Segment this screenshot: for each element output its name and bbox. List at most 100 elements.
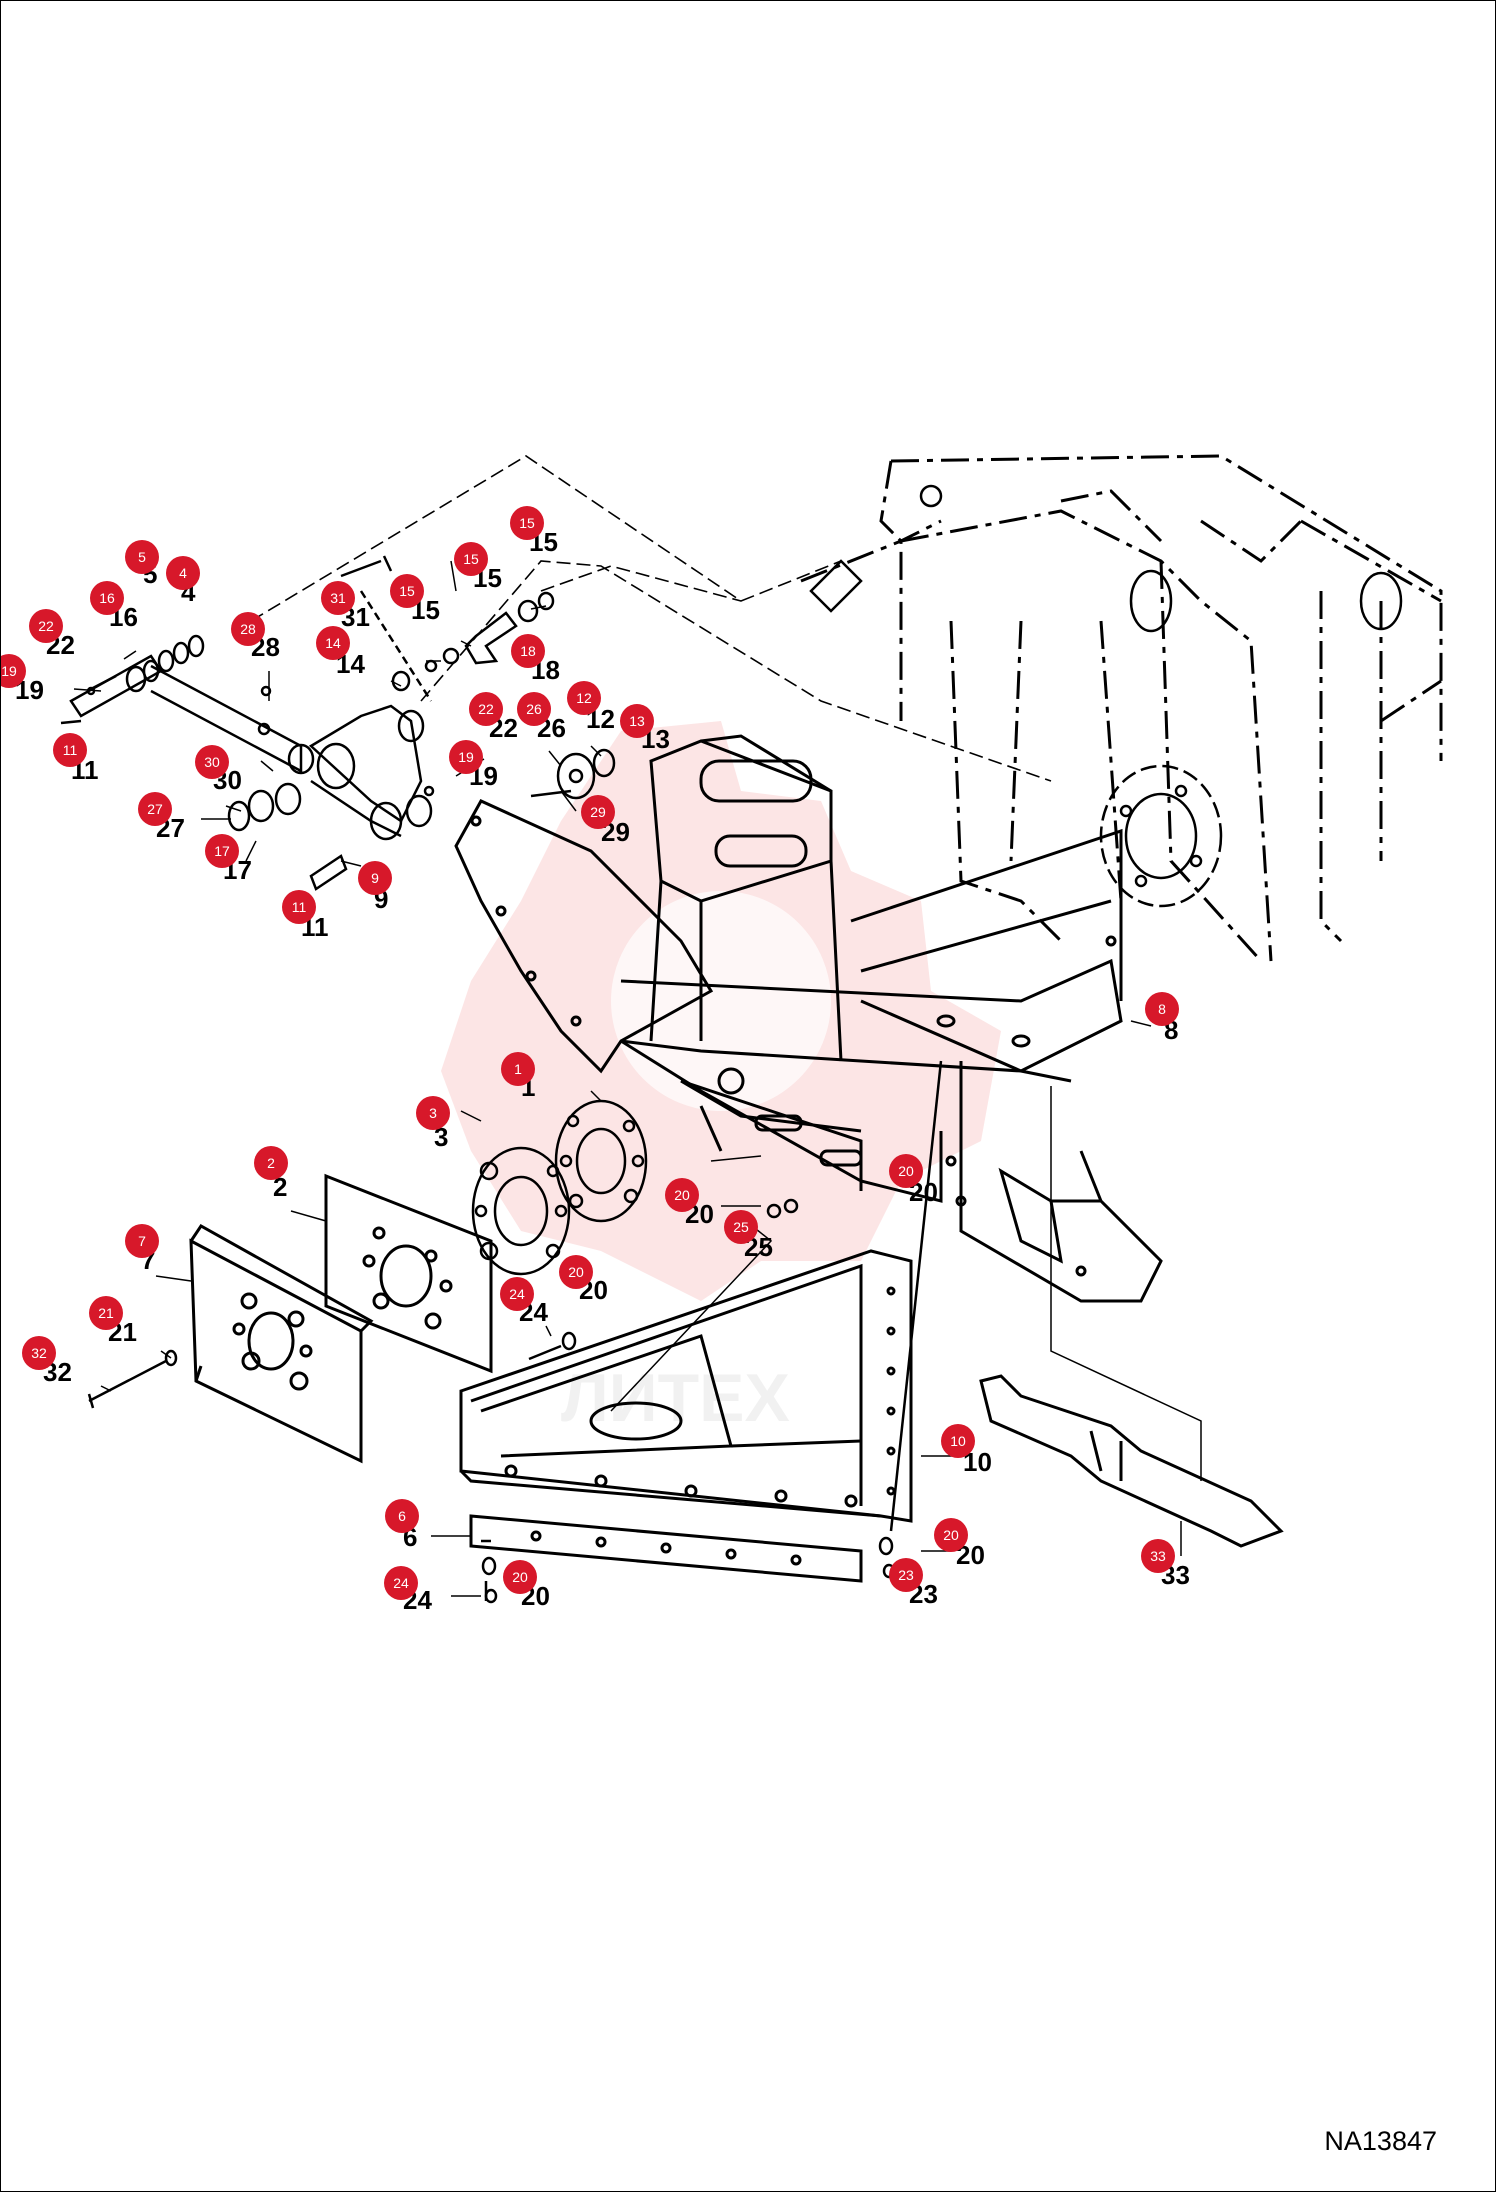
callout-badge-label: 18 (520, 643, 536, 659)
callout-2: 22 (254, 1146, 288, 1202)
callout-badge (889, 1558, 923, 1592)
callout-badge (282, 890, 316, 924)
callout-badge-label: 24 (393, 1575, 409, 1591)
plate-2 (324, 1173, 493, 1374)
callout-badge-label: 13 (629, 713, 645, 729)
callout-badge (889, 1154, 923, 1188)
callout-badge (316, 626, 350, 660)
callout-badge (517, 692, 551, 726)
bracket-10 (459, 1249, 913, 1523)
callout-1: 11 (501, 1052, 535, 1102)
sprocket-parts (423, 748, 616, 800)
callout-badge (724, 1210, 758, 1244)
callout-badge (90, 581, 124, 615)
callout-badge (321, 581, 355, 615)
callout-number: 2 (273, 1172, 287, 1202)
diagram-reference-id: NA13847 (1324, 2126, 1437, 2156)
callout-badge-label: 33 (1150, 1548, 1166, 1564)
linkage-group (60, 555, 433, 891)
callout-badge-label: 27 (147, 801, 163, 817)
callout-badge-label: 22 (478, 701, 494, 717)
callout-badge (941, 1424, 975, 1458)
callout-badge (195, 745, 229, 779)
callout-badge-label: 26 (526, 701, 542, 717)
callout-badge-label: 20 (898, 1163, 914, 1179)
callout-badge-label: 7 (138, 1233, 146, 1249)
callout-badge-label: 15 (463, 551, 479, 567)
callout-badge (1141, 1539, 1175, 1573)
callout-badge-label: 19 (1, 663, 17, 679)
callout-badge (390, 574, 424, 608)
callout-badge-label: 4 (179, 565, 187, 581)
callout-badge (449, 740, 483, 774)
callout-badge (53, 733, 87, 767)
plate-7 (189, 1224, 374, 1464)
callout-6: 66 (385, 1499, 419, 1552)
callout-badge (581, 795, 615, 829)
callout-badge-label: 31 (330, 590, 346, 606)
callout-9: 99 (358, 861, 392, 914)
callout-badge (1, 654, 26, 688)
callout-badge-label: 20 (943, 1527, 959, 1543)
callout-badge-label: 25 (733, 1219, 749, 1235)
callout-badge (501, 1052, 535, 1086)
callout-badge (665, 1178, 699, 1212)
callout-badge (416, 1096, 450, 1130)
callout-badge-label: 20 (568, 1264, 584, 1280)
callout-5: 55 (125, 540, 159, 589)
callout-badge-label: 30 (204, 754, 220, 770)
callout-badge-label: 14 (325, 635, 341, 651)
callout-badge-label: 15 (399, 583, 415, 599)
callout-badge-label: 21 (98, 1305, 114, 1321)
callout-badge-label: 8 (1158, 1001, 1166, 1017)
callout-3: 33 (416, 1096, 450, 1152)
callout-badge (22, 1336, 56, 1370)
callout-badge (510, 506, 544, 540)
callout-badge-label: 20 (674, 1187, 690, 1203)
callout-badge-label: 17 (214, 843, 230, 859)
callout-badge-label: 32 (31, 1345, 47, 1361)
callout-badge-label: 19 (458, 749, 474, 765)
gasket-3 (471, 1146, 571, 1276)
callout-badge-label: 11 (292, 899, 307, 915)
callout-badge-label: 12 (576, 690, 592, 706)
callout-badge-label: 22 (38, 618, 54, 634)
callout-badge-label: 5 (138, 549, 146, 565)
callout-badge-label: 16 (99, 590, 115, 606)
callout-badge (166, 556, 200, 590)
callout-badge-label: 2 (267, 1155, 275, 1171)
callout-badge-label: 28 (240, 621, 256, 637)
callout-badge (231, 612, 265, 646)
callout-badge-label: 23 (898, 1567, 914, 1583)
callout-badge (1145, 992, 1179, 1026)
callout-badge (500, 1277, 534, 1311)
callout-badge (138, 792, 172, 826)
callout-7: 77 (125, 1224, 159, 1275)
callout-badge (205, 834, 239, 868)
strip-33 (979, 1374, 1284, 1548)
